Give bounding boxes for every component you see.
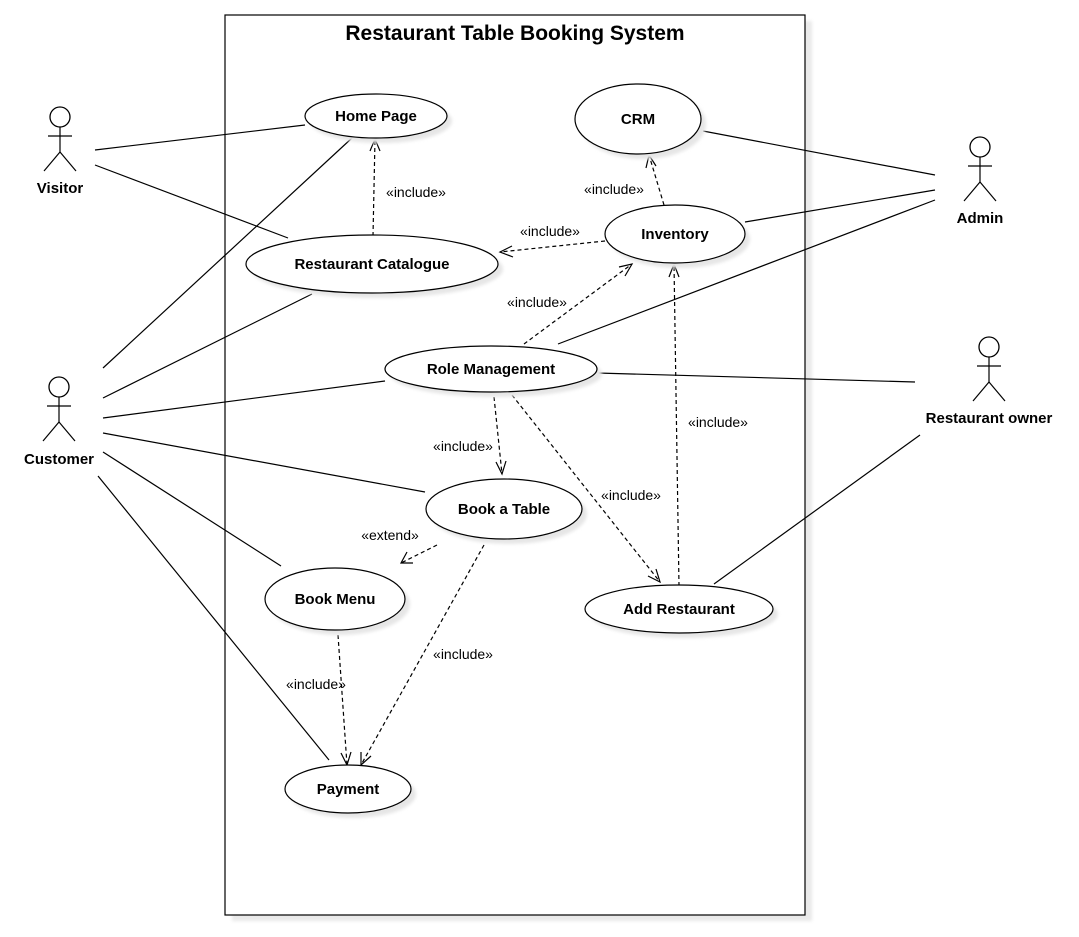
actor-customer: Customer bbox=[24, 376, 94, 468]
use-case-label: Restaurant Catalogue bbox=[294, 256, 449, 273]
actor-label: Visitor bbox=[37, 180, 84, 197]
assoc-customer-restaurant-catalogue bbox=[102, 293, 313, 399]
label-include-role-add-restaurant: «include» bbox=[601, 487, 661, 503]
stick-figure-icon bbox=[963, 136, 997, 202]
actor-restaurant-owner: Restaurant owner bbox=[926, 336, 1053, 427]
use-case-home-page: Home Page bbox=[304, 93, 452, 143]
include-inventory-catalogue bbox=[499, 240, 606, 253]
assoc-admin-crm bbox=[702, 130, 936, 176]
use-case-ellipse bbox=[384, 345, 598, 393]
use-case-label: Add Restaurant bbox=[623, 601, 735, 618]
use-case-ellipse bbox=[584, 584, 774, 634]
dependencies bbox=[337, 137, 680, 767]
include-catalogue-home-page bbox=[372, 138, 376, 237]
use-case-book-menu: Book Menu bbox=[264, 567, 410, 635]
use-case-label: Payment bbox=[317, 781, 380, 798]
assoc-admin-role-management bbox=[557, 199, 936, 345]
include-inventory-crm bbox=[648, 154, 665, 206]
actor-visitor: Visitor bbox=[37, 106, 84, 197]
use-case-label: Home Page bbox=[335, 108, 417, 125]
use-case-restaurant-catalogue: Restaurant Catalogue bbox=[245, 234, 503, 298]
label-include-inventory-catalogue: «include» bbox=[520, 223, 580, 239]
label-include-catalogue-home-page: «include» bbox=[386, 184, 446, 200]
actor-admin: Admin bbox=[957, 136, 1004, 227]
use-case-role-management: Role Management bbox=[384, 345, 602, 397]
include-role-inventory-arrowhead bbox=[618, 263, 634, 277]
include-role-add-restaurant bbox=[511, 394, 661, 583]
system-title: Restaurant Table Booking System bbox=[345, 22, 684, 45]
use-case-label: CRM bbox=[621, 111, 655, 128]
use-case-ellipse bbox=[264, 567, 406, 631]
use-case-ellipse bbox=[284, 764, 412, 814]
use-case-ellipse bbox=[574, 83, 702, 155]
include-role-inventory bbox=[523, 263, 633, 345]
assoc-owner-add-restaurant bbox=[713, 434, 921, 585]
assoc-admin-inventory bbox=[744, 189, 936, 223]
label-include-role-inventory: «include» bbox=[507, 294, 567, 310]
use-case-label: Book a Table bbox=[458, 501, 550, 518]
use-case-label: Role Management bbox=[427, 361, 555, 378]
include-add-restaurant-inventory bbox=[673, 263, 680, 587]
stick-figure-icon bbox=[972, 336, 1006, 402]
stick-figure-icon bbox=[42, 376, 76, 442]
use-case-label: Inventory bbox=[641, 226, 709, 243]
use-case-ellipse bbox=[245, 234, 499, 294]
include-role-book-a-table bbox=[493, 396, 503, 475]
label-include-inventory-crm: «include» bbox=[584, 181, 644, 197]
use-case-book-a-table: Book a Table bbox=[425, 478, 587, 544]
include-inventory-catalogue-arrowhead bbox=[498, 245, 514, 258]
label-include-book-a-table-payment: «include» bbox=[433, 646, 493, 662]
label-include-add-restaurant-inventory: «include» bbox=[688, 414, 748, 430]
use-case-ellipse bbox=[604, 204, 746, 264]
label-include-book-menu-payment: «include» bbox=[286, 676, 346, 692]
assoc-customer-book-a-table bbox=[102, 432, 426, 493]
use-case-ellipse bbox=[304, 93, 448, 139]
use-case-inventory: Inventory bbox=[604, 204, 750, 268]
assoc-visitor-home-page bbox=[94, 124, 306, 151]
label-extend-book-menu-book-a-table: «extend» bbox=[361, 527, 419, 543]
assoc-customer-home-page bbox=[102, 137, 353, 369]
actor-label: Admin bbox=[957, 210, 1004, 227]
stereotype-labels: «include» «include» «include» «include» … bbox=[286, 181, 748, 692]
actor-label: Customer bbox=[24, 451, 94, 468]
include-book-a-table-payment bbox=[360, 544, 485, 766]
include-role-add-restaurant-arrowhead bbox=[647, 568, 661, 584]
extend-book-menu-book-a-table-arrowhead bbox=[399, 551, 413, 564]
use-case-label: Book Menu bbox=[295, 591, 376, 608]
use-case-add-restaurant: Add Restaurant bbox=[584, 584, 778, 638]
include-role-book-a-table-arrowhead bbox=[495, 460, 507, 476]
use-case-ellipse bbox=[425, 478, 583, 540]
assoc-customer-payment bbox=[97, 475, 330, 761]
label-include-role-book-a-table: «include» bbox=[433, 438, 493, 454]
assoc-customer-book-menu bbox=[102, 451, 282, 567]
use-case-payment: Payment bbox=[284, 764, 416, 818]
system-boundary bbox=[224, 14, 806, 916]
stick-figure-icon bbox=[43, 106, 77, 172]
assoc-owner-role-management bbox=[596, 372, 916, 383]
associations bbox=[94, 124, 936, 761]
assoc-customer-role-management bbox=[102, 380, 386, 419]
assoc-visitor-restaurant-catalogue bbox=[94, 164, 289, 239]
actor-label: Restaurant owner bbox=[926, 410, 1053, 427]
use-case-crm: CRM bbox=[574, 83, 706, 159]
include-book-menu-payment bbox=[337, 634, 348, 766]
